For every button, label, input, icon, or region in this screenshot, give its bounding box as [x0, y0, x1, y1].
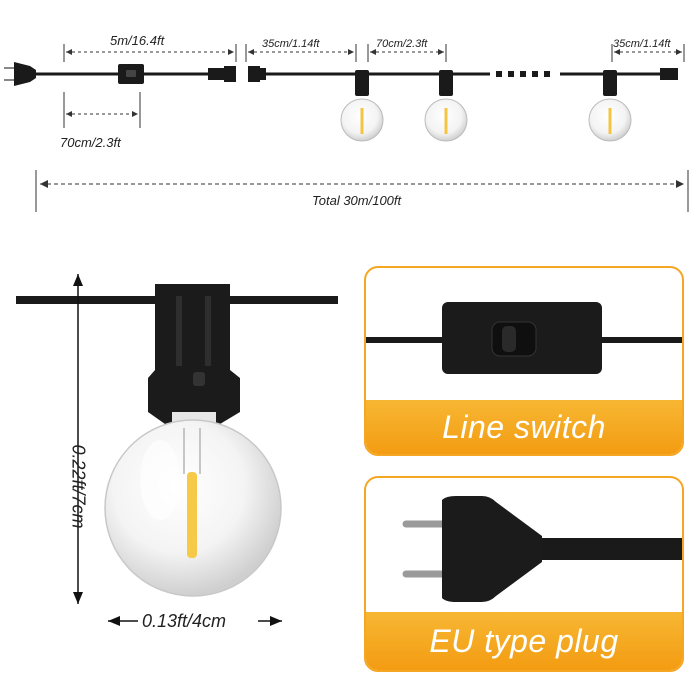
end-connector-icon [660, 68, 678, 80]
eu-plug-panel: EU type plug [364, 476, 684, 672]
continuation-dots [496, 71, 550, 77]
bulb-icon [340, 70, 384, 142]
bulb-height-label: 0.22ft/7cm [68, 444, 89, 529]
string-light-diagram [4, 44, 689, 212]
line-switch-label: Line switch [442, 409, 606, 445]
bulb-width-label: 0.13ft/4cm [142, 611, 227, 631]
dimension-lines [35, 44, 689, 212]
line-switch-panel: Line switch [364, 266, 684, 456]
bulb-icon [104, 412, 282, 597]
cord-length-label: 5m/16.4ft [110, 33, 165, 48]
small-plug-icon [4, 62, 36, 86]
bulb-detail-illustration [16, 274, 338, 626]
connector-icon [248, 66, 260, 82]
end-spacing-label: 35cm/1.14ft [613, 38, 671, 50]
eu-plug-label: EU type plug [429, 623, 619, 659]
total-length-label: Total 30m/100ft [312, 193, 402, 208]
plug-body-icon [442, 496, 542, 602]
line-switch-illustration [366, 302, 682, 374]
height-dimension [73, 274, 83, 604]
width-dimension [108, 616, 282, 626]
bulb-spacing-label: 70cm/2.3ft [376, 38, 428, 50]
lead-spacing-label: 35cm/1.14ft [262, 38, 320, 50]
plug-to-switch-label: 70cm/2.3ft [60, 135, 121, 150]
bulb-icon [424, 70, 468, 142]
eu-plug-illustration [402, 496, 682, 602]
bulb-socket-icon [148, 284, 240, 424]
connector-icon [208, 68, 224, 80]
bulb-icon [588, 70, 632, 142]
dimension-arrowheads [40, 49, 684, 188]
cable [542, 538, 682, 560]
